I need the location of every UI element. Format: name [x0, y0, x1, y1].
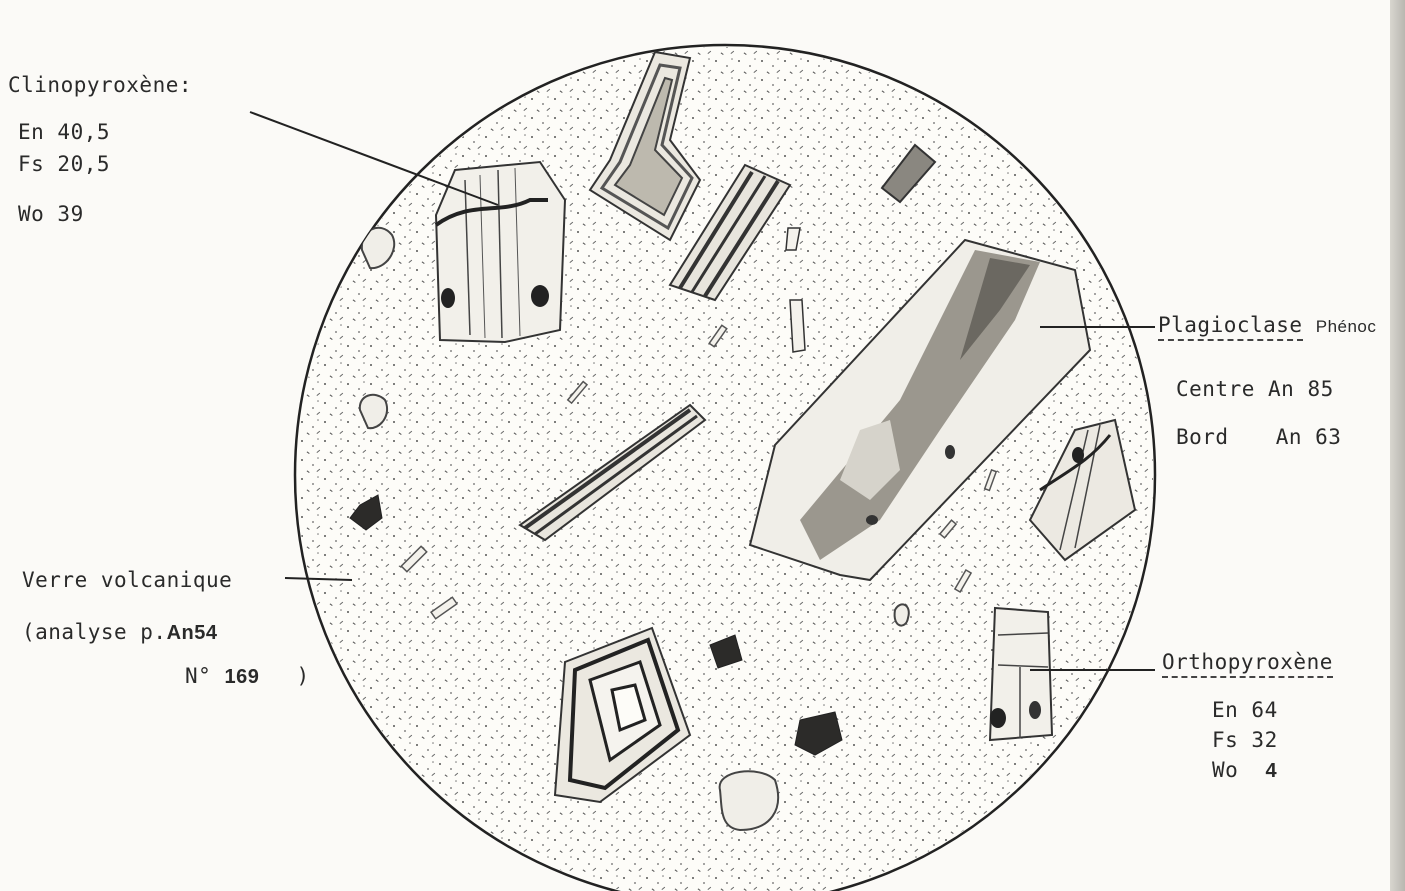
- clinopyroxene-title: Clinopyroxène:: [8, 73, 192, 97]
- orthopyroxene-fs: Fs 32: [1212, 728, 1278, 752]
- plagioclase-bord: Bord An 63: [1176, 425, 1341, 449]
- glass-number: N° 169 ): [185, 664, 310, 689]
- orthopyroxene-name: Orthopyroxène: [1162, 650, 1333, 678]
- glass-analyse: (analyse p.An54: [22, 620, 217, 645]
- bord-label: Bord: [1176, 425, 1229, 449]
- orthopyroxene-crystal: [990, 608, 1052, 740]
- centre-label: Centre: [1176, 377, 1255, 401]
- glass-title: Verre volcanique: [22, 568, 232, 592]
- clinopyroxene-en: En 40,5: [18, 120, 110, 144]
- orthopyroxene-title: Orthopyroxène: [1162, 650, 1333, 674]
- orthopyroxene-wo: Wo 4: [1212, 758, 1277, 783]
- plagioclase-centre: Centre An 85: [1176, 377, 1334, 401]
- glass-analyse-prefix: (analyse p.: [22, 620, 167, 644]
- clinopyroxene-wo: Wo 39: [18, 202, 84, 226]
- plagioclase-name: Plagioclase: [1158, 313, 1303, 341]
- clinopyroxene-fs: Fs 20,5: [18, 152, 110, 176]
- glass-close-paren: ): [296, 664, 309, 688]
- bord-value: An 63: [1276, 425, 1342, 449]
- orthopyroxene-wo-value: 4: [1265, 760, 1277, 782]
- orthopyroxene-en: En 64: [1212, 698, 1278, 722]
- glass-number-value: 169: [224, 666, 259, 688]
- glass-matrix-texture: [297, 47, 1153, 891]
- centre-value: An 85: [1268, 377, 1334, 401]
- page-edge-shadow: [1390, 0, 1405, 891]
- plagioclase-title: Plagioclase Phénoc: [1158, 313, 1376, 337]
- glass-analyse-ref: An54: [167, 622, 218, 644]
- glass-number-prefix: N°: [185, 664, 211, 688]
- orthopyroxene-wo-prefix: Wo: [1212, 758, 1238, 782]
- plagioclase-suffix: Phénoc: [1316, 317, 1377, 336]
